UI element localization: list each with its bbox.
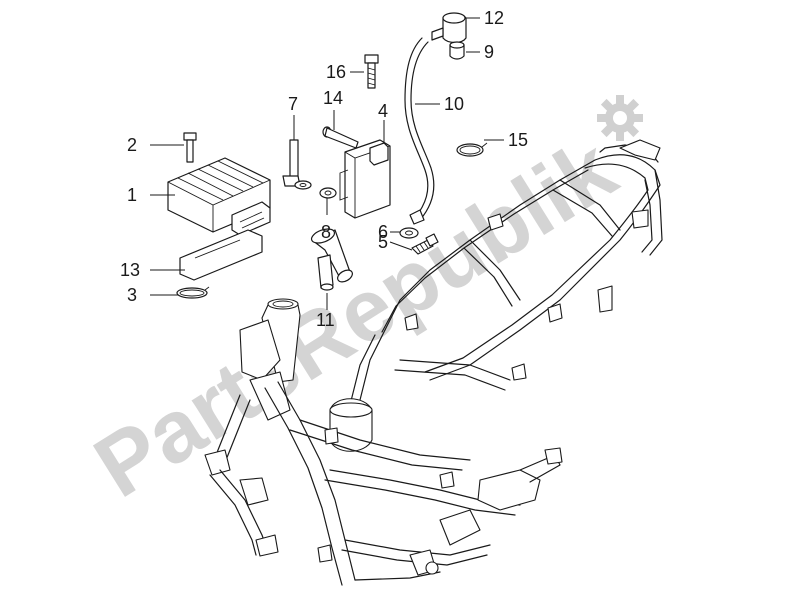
frame-bolt <box>411 233 439 255</box>
breather-hose <box>404 37 435 225</box>
callout-10: 10 <box>444 94 464 114</box>
leader-lines <box>150 17 504 310</box>
bolt <box>364 54 379 89</box>
callout-3: 3 <box>127 285 137 305</box>
gear-icon <box>597 95 643 141</box>
callout-9: 9 <box>484 42 494 62</box>
callout-12: 12 <box>484 8 504 28</box>
callout-labels: 1 2 3 4 5 6 7 8 9 10 11 12 13 14 15 16 <box>120 8 528 330</box>
callout-7: 7 <box>288 94 298 114</box>
hose-clamp-small <box>176 286 210 299</box>
mounting-plate <box>179 229 263 281</box>
callout-6: 6 <box>378 222 388 242</box>
callout-15: 15 <box>508 130 528 150</box>
callout-5: 5 <box>378 232 388 252</box>
callout-14: 14 <box>323 88 343 108</box>
washer-large <box>399 227 419 239</box>
washer-small <box>294 180 337 199</box>
bracket-strap <box>282 139 301 187</box>
callout-16: 16 <box>326 62 346 82</box>
callout-4: 4 <box>378 101 388 121</box>
ignition-control-unit <box>339 139 391 219</box>
hose-clamp <box>456 142 488 157</box>
screw <box>322 126 359 149</box>
callout-8: 8 <box>321 222 331 242</box>
tee-fitting <box>310 228 353 291</box>
regulator-bolt <box>183 132 197 163</box>
callout-11: 11 <box>316 310 335 330</box>
callout-2: 2 <box>127 135 137 155</box>
callout-13: 13 <box>120 260 140 280</box>
voltage-regulator <box>167 157 271 236</box>
scooter-frame <box>204 139 663 586</box>
elbow-fitting <box>431 12 467 44</box>
callout-1: 1 <box>127 185 137 205</box>
cap <box>449 41 465 60</box>
